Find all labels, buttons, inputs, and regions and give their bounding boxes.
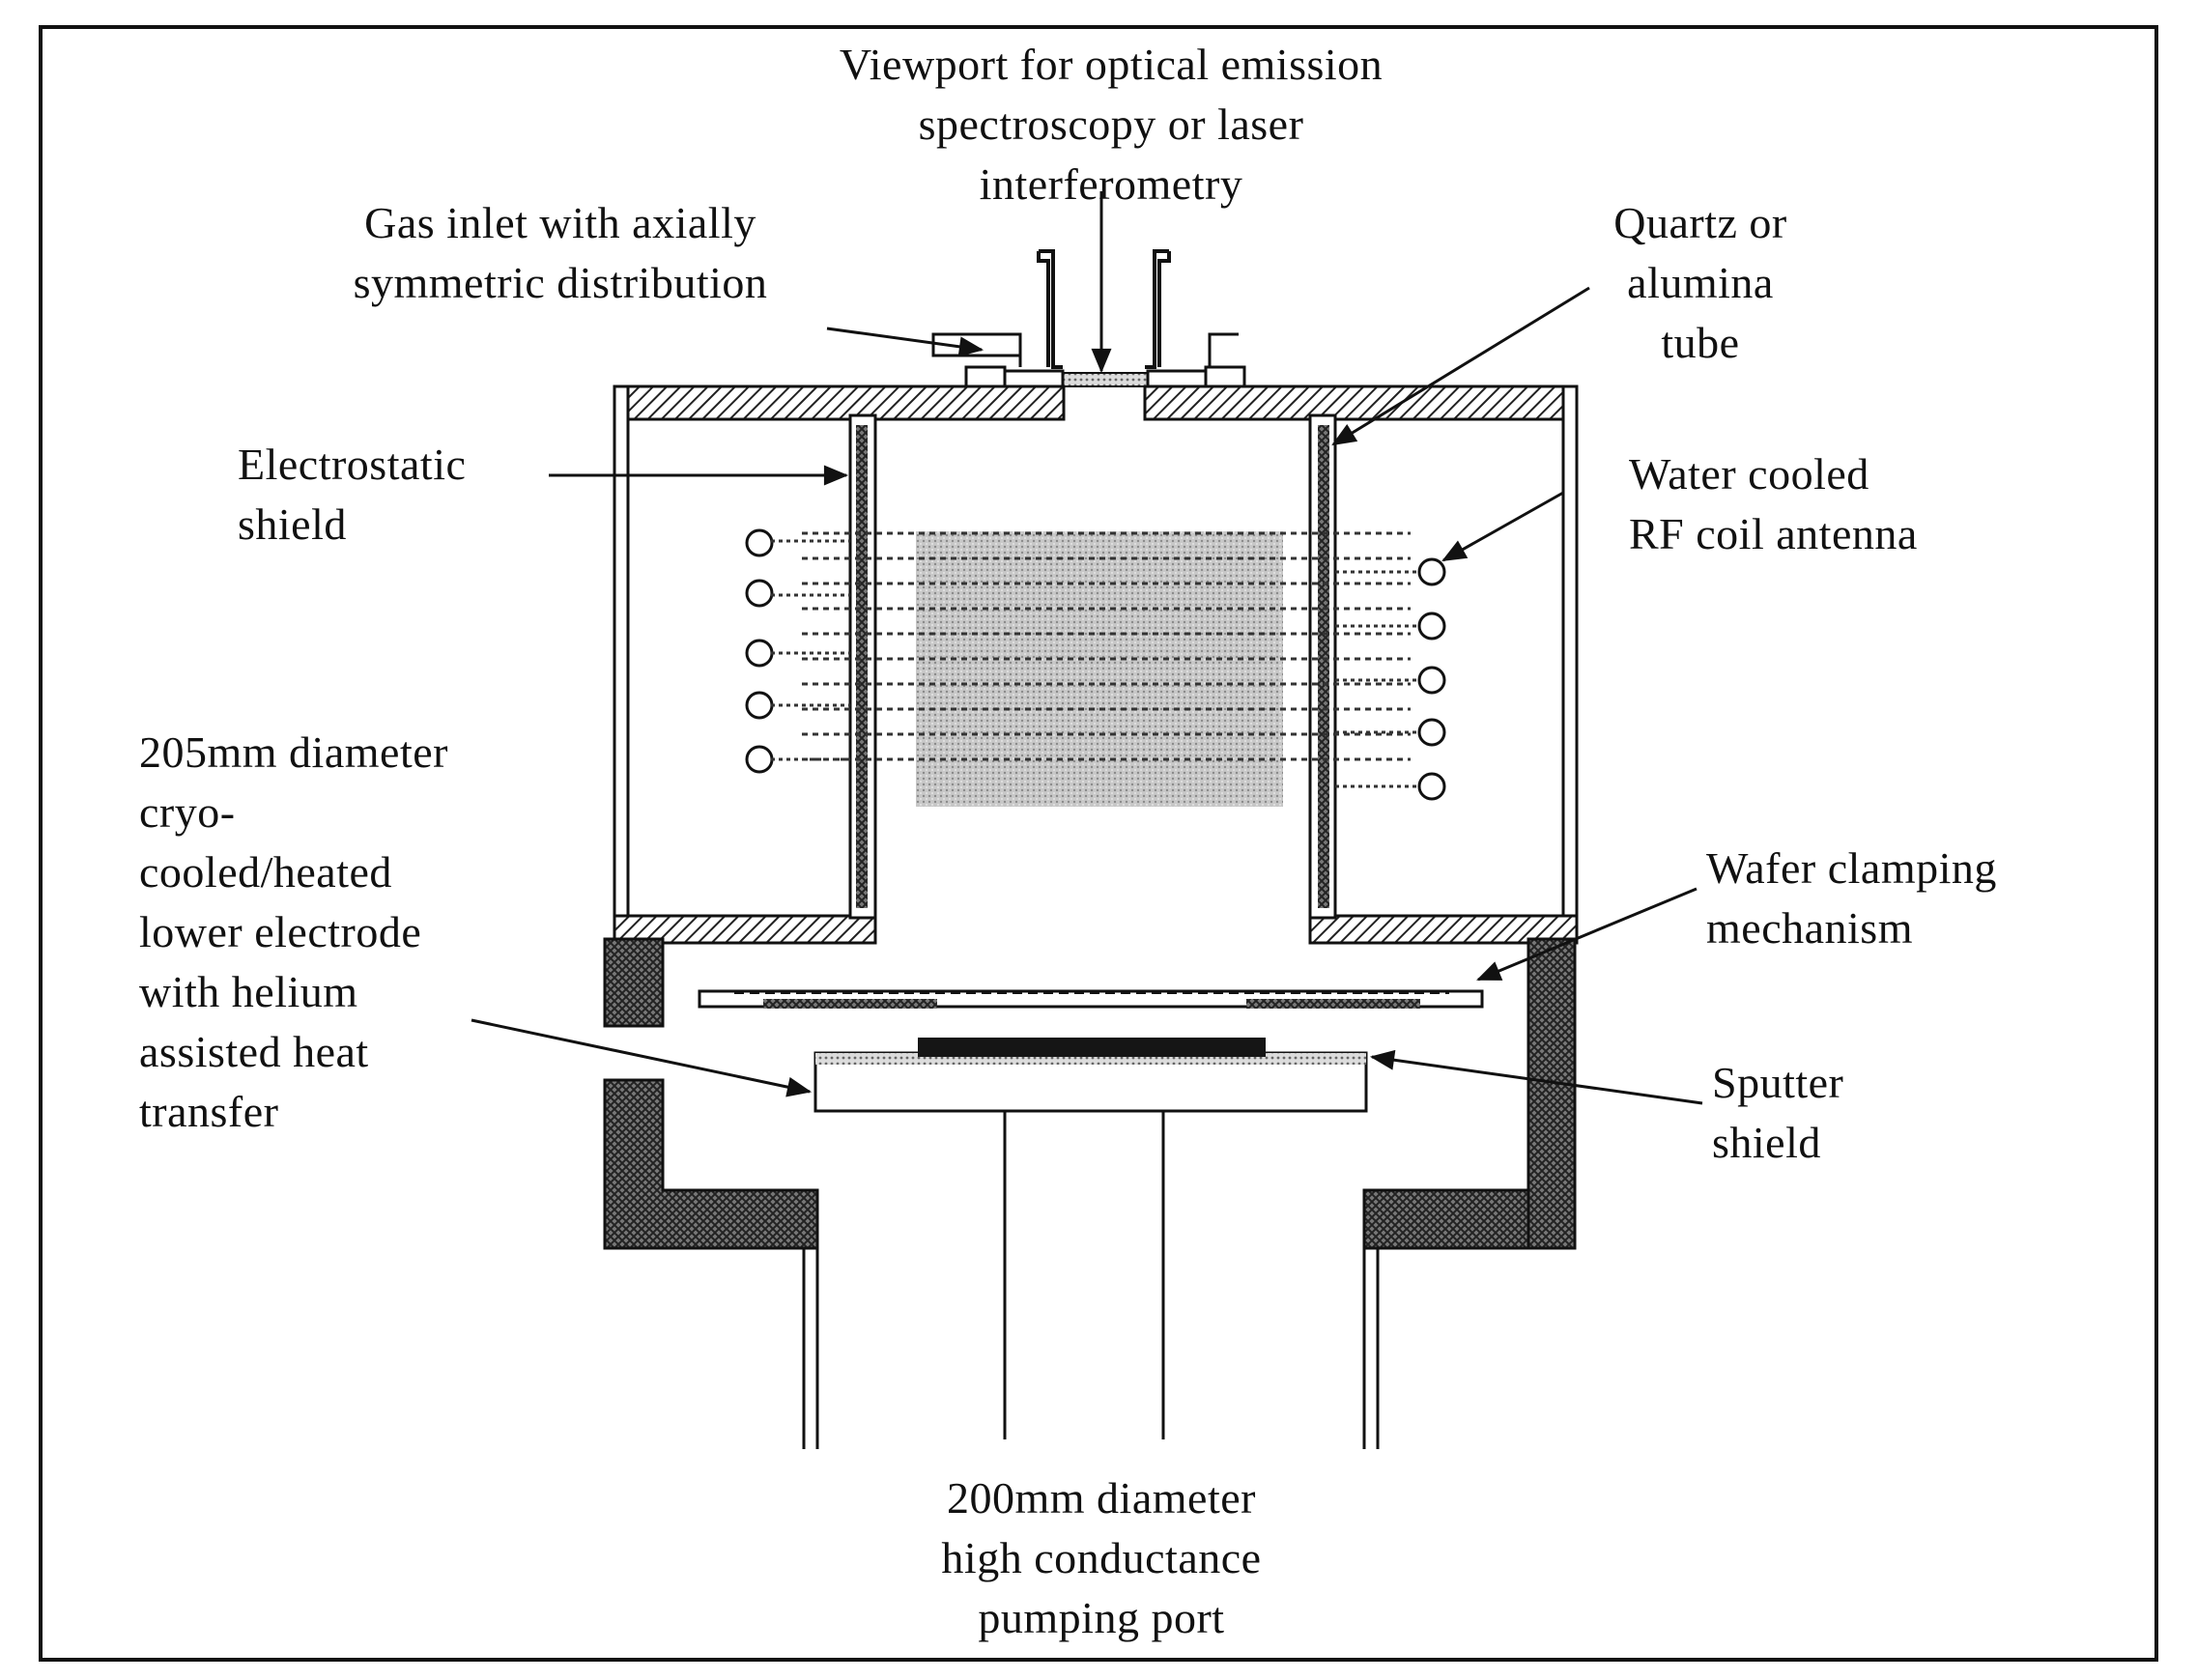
lower-electrode-label-line-4: lower electrode — [139, 907, 422, 956]
lower-electrode-label-line-1: 205mm diameter — [139, 727, 448, 777]
pumping-port-pipes — [802, 1111, 1380, 1449]
outer-frame — [39, 25, 2158, 1662]
rf-coil-label-line-2: RF coil antenna — [1629, 509, 1918, 558]
quartz-tube-label-line-2: alumina — [1627, 258, 1774, 307]
plasma-field-lines — [802, 531, 1411, 761]
wafer-clamp-label: Wafer clamping mechanism — [1706, 839, 1997, 958]
viewport-assembly — [1037, 249, 1171, 369]
electrostatic-shield-label: Electrostatic shield — [238, 435, 466, 555]
gas-inlet-pipe — [933, 332, 1239, 367]
viewport-label-line-3: interferometry — [979, 159, 1243, 209]
quartz-tube-label-line-1: Quartz or — [1613, 198, 1787, 247]
viewport-label: Viewport for optical emission spectrosco… — [754, 35, 1469, 214]
coil-leads — [771, 539, 1420, 788]
gas-inlet-label-line-1: Gas inlet with axially — [364, 198, 756, 247]
pumping-port-label: 200mm diameter high conductance pumping … — [831, 1468, 1372, 1648]
sputter-shield-label-line-1: Sputter — [1712, 1058, 1844, 1107]
plasma-region — [916, 531, 1283, 807]
lower-electrode-label-line-7: transfer — [139, 1087, 279, 1136]
sputter-shield-label: Sputter shield — [1712, 1053, 1843, 1173]
gas-inlet-label: Gas inlet with axially symmetric distrib… — [290, 193, 831, 313]
sputter-shield-label-line-2: shield — [1712, 1118, 1821, 1167]
lower-chamber-walls — [603, 937, 1577, 1250]
rf-coil-label-line-1: Water cooled — [1629, 449, 1869, 498]
pumping-port-label-line-2: high conductance — [941, 1533, 1262, 1582]
lower-electrode-label-line-6: assisted heat — [139, 1027, 369, 1076]
wafer-clamp-label-line-1: Wafer clamping — [1706, 843, 1997, 893]
gas-inlet — [931, 332, 1246, 388]
rf-coil-right — [1417, 557, 1446, 801]
pumping-port-label-line-1: 200mm diameter — [947, 1473, 1256, 1523]
lower-electrode-label-line-3: cooled/heated — [139, 847, 392, 897]
lower-electrode-label: 205mm diameter cryo- cooled/heated lower… — [139, 723, 448, 1142]
top-lid — [613, 384, 1579, 421]
leader-arrows — [471, 191, 1703, 1105]
rf-coil-label: Water cooled RF coil antenna — [1629, 444, 1918, 564]
viewport-window — [1058, 372, 1149, 387]
wafer-clamp-label-line-2: mechanism — [1706, 903, 1913, 953]
lower-electrode-label-line-5: with helium — [139, 967, 358, 1016]
electrostatic-shield — [856, 425, 1329, 908]
quartz-tube-label: Quartz or alumina tube — [1546, 193, 1855, 373]
lower-electrode — [813, 1038, 1368, 1113]
quartz-tube-label-line-3: tube — [1661, 318, 1740, 367]
electrostatic-shield-label-line-2: shield — [238, 499, 347, 549]
pumping-port-label-line-3: pumping port — [978, 1593, 1225, 1642]
lower-electrode-label-line-2: cryo- — [139, 787, 236, 837]
electrostatic-shield-label-line-1: Electrostatic — [238, 440, 467, 489]
rf-coil-left — [745, 528, 774, 774]
viewport-label-line-1: Viewport for optical emission — [839, 40, 1384, 89]
gas-inlet-label-line-2: symmetric distribution — [353, 258, 768, 307]
wafer-clamp-ring — [698, 989, 1484, 1009]
viewport-label-line-2: spectroscopy or laser — [918, 100, 1304, 149]
upper-chamber-base — [613, 914, 1579, 945]
